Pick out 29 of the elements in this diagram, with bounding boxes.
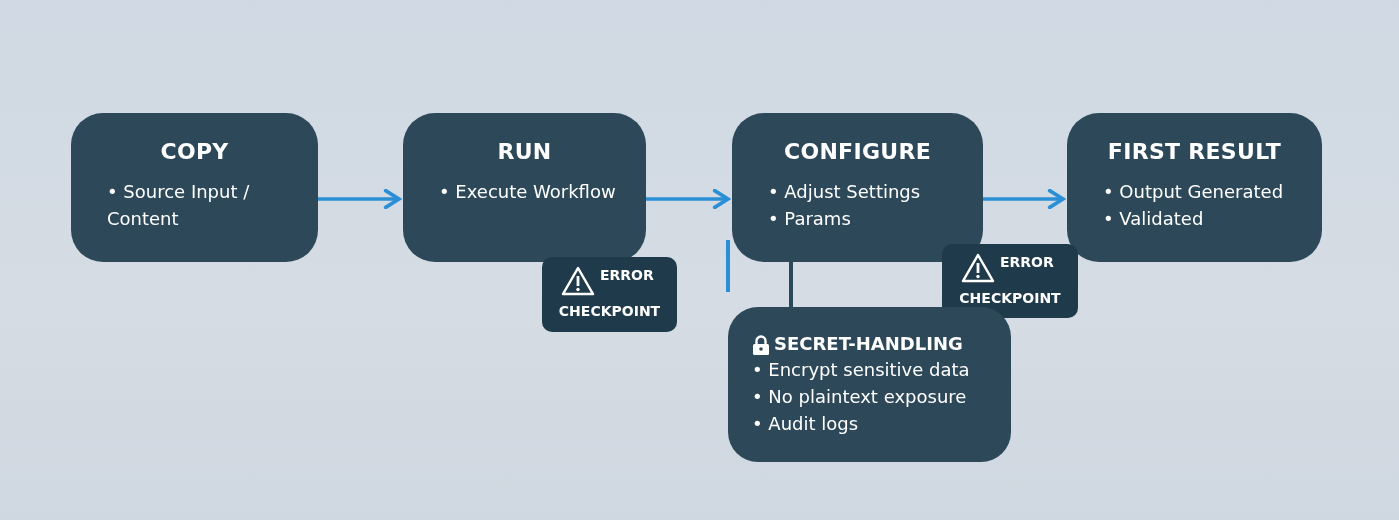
process-box <box>1067 113 1322 262</box>
process-box <box>732 113 983 262</box>
bullet-item: • No plaintext exposure <box>752 385 968 409</box>
bullet-item: • Adjust Settings <box>768 180 922 204</box>
bullet-item: • Output Generated <box>1103 180 1285 204</box>
bullet-item: • Encrypt sensitive data <box>752 358 971 382</box>
arrow <box>646 188 730 210</box>
process-box <box>403 113 646 262</box>
error-badge <box>942 244 1078 318</box>
badge-label: ERROR <box>600 267 654 283</box>
error-badge <box>542 257 677 332</box>
badge-label: ERROR <box>1000 254 1054 270</box>
badge-label: CHECKPOINT <box>958 290 1062 306</box>
box-title: COPY <box>159 139 230 164</box>
box-title: SECRET-HANDLING <box>774 333 964 354</box>
connector-line <box>789 262 793 307</box>
box-title: CONFIGURE <box>782 139 933 164</box>
box-title: RUN <box>496 139 553 164</box>
bullet-item: • Execute Workflow <box>439 180 617 204</box>
arrow <box>983 188 1065 210</box>
process-box <box>71 113 318 262</box>
info-box <box>728 307 1011 462</box>
bullet-item: • Validated <box>1103 207 1205 231</box>
bullet-item: • Source Input / Content <box>107 180 251 231</box>
box-title: FIRST RESULT <box>1106 139 1283 164</box>
badge-label: CHECKPOINT <box>557 303 662 319</box>
bullet-item: • Audit logs <box>752 412 860 436</box>
bullet-item: • Params <box>768 207 852 231</box>
arrow <box>318 188 401 210</box>
